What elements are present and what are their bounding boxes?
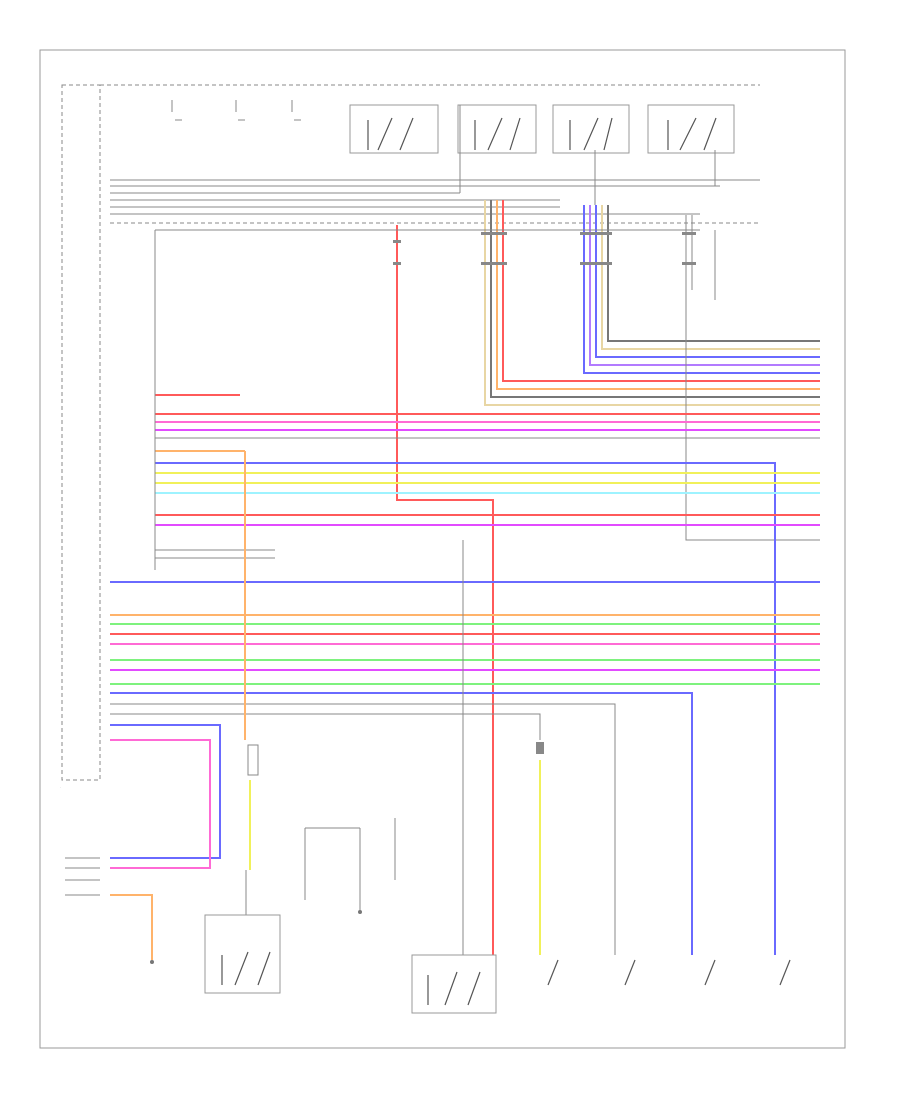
lower-left-wiring — [65, 451, 464, 960]
vertical-connector-wires — [396, 200, 820, 955]
left-front-courtesy-switch — [704, 959, 716, 986]
bottom-switch-assemblies — [150, 910, 791, 1014]
svg-text:.: . — [60, 785, 61, 789]
connector-terminals — [247, 232, 696, 776]
front-door-lock-assembly — [349, 104, 439, 154]
right-rear-courtesy-switch — [624, 959, 636, 986]
diagram-frame — [39, 49, 846, 1049]
front-passenger-door-lock — [457, 104, 537, 154]
tail-gate-switch-assembly — [204, 914, 281, 994]
right-front-courtesy-switch — [547, 959, 559, 986]
rear-door-lock — [552, 104, 630, 154]
left-rear-courtesy-switch — [779, 959, 791, 986]
luggage-compartment-door-lock — [411, 954, 497, 1014]
left-front-door-lock — [647, 104, 735, 154]
top-bus-lines — [110, 105, 760, 224]
main-body-ecu: . — [60, 84, 760, 789]
harness-lines — [110, 229, 820, 955]
top-lock-assemblies — [171, 100, 735, 154]
